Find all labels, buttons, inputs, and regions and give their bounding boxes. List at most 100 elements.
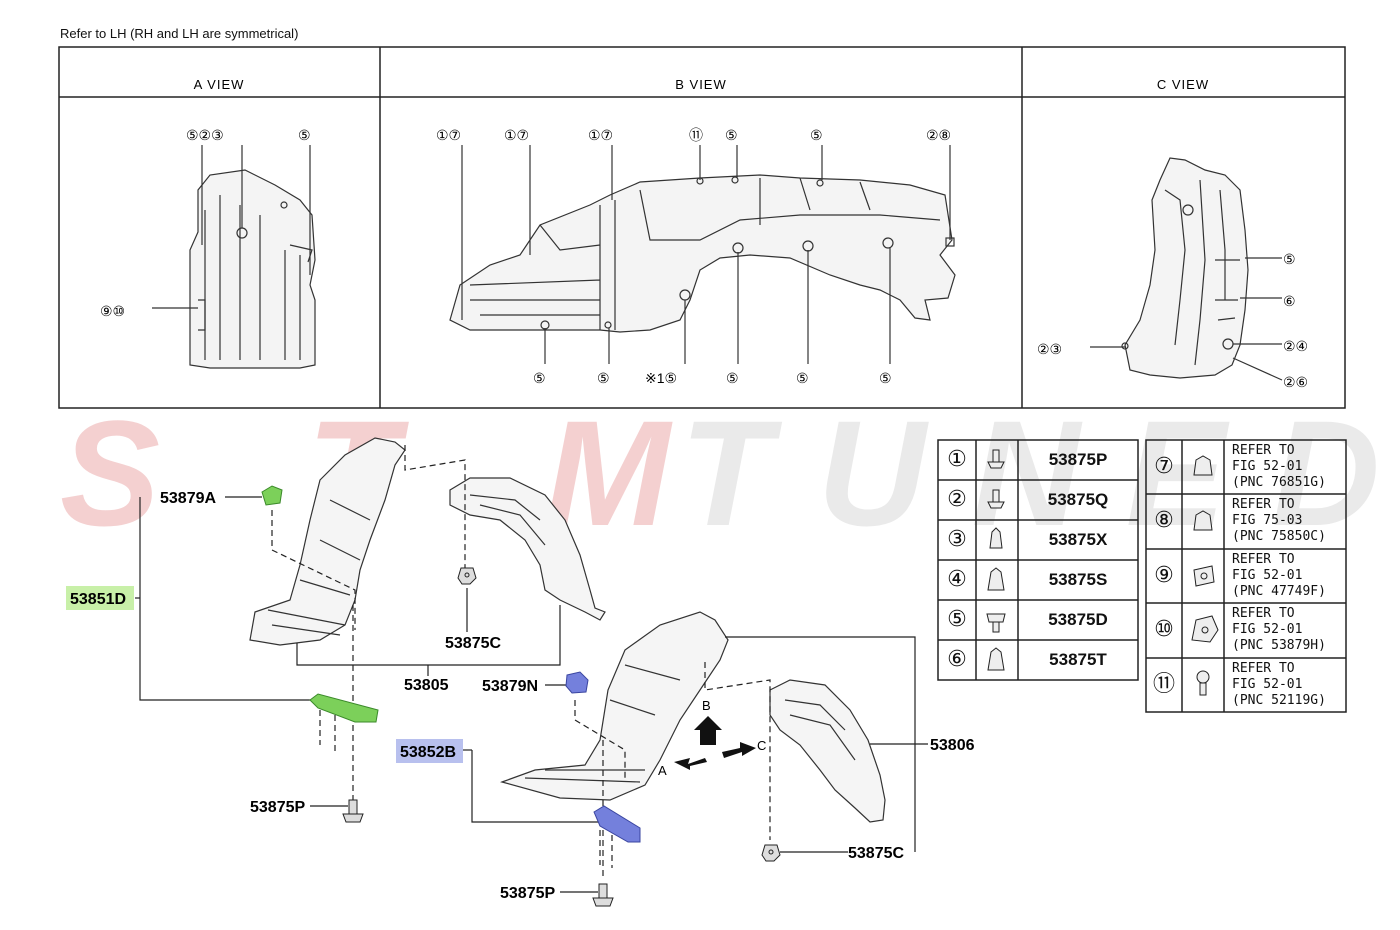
b-callout-bottom-5: ⑤: [796, 370, 809, 386]
blue-clip-53879n: [565, 671, 589, 694]
b-callout-top-1: ①⑦: [436, 127, 461, 143]
legend-right-reference-line: REFER TO: [1232, 443, 1295, 458]
part-53806: 53806: [930, 737, 975, 754]
b-callout-top-7: ②⑧: [926, 127, 951, 143]
legend-right-reference-line: FIG 52-01: [1232, 622, 1303, 637]
clip-53875c-right: [761, 844, 781, 862]
bolt-icon: [987, 489, 1005, 509]
legend-right-number: ⑩: [1154, 617, 1174, 642]
clip-icon: [987, 567, 1005, 591]
clip-icon: [1193, 455, 1213, 476]
legend-left-part-number: 53875X: [1048, 530, 1108, 549]
legend-right-reference-line: FIG 52-01: [1232, 459, 1303, 474]
part-53875c-right: 53875C: [848, 845, 904, 862]
legend-left-number: ①: [947, 447, 967, 472]
legend-right-number: ⑧: [1154, 508, 1174, 533]
arrow-b-label: B: [702, 698, 711, 713]
b-view-label: B VIEW: [675, 77, 727, 92]
c-callout-5: ②⑥: [1283, 374, 1308, 390]
clip-icon: [987, 647, 1005, 671]
legend-left-part-number: 53875T: [1049, 650, 1107, 669]
arrow-b-icon: [694, 716, 722, 745]
a-callout-top-right: ⑤: [298, 127, 311, 143]
upper-leader-lines: [135, 496, 561, 807]
legend-right-reference-line: FIG 52-01: [1232, 568, 1303, 583]
legend-right-reference-line: REFER TO: [1232, 497, 1295, 512]
bolt-53875p-right: [592, 883, 614, 907]
view-panels: [58, 46, 1346, 409]
legend-right-reference-line: FIG 75-03: [1232, 513, 1303, 528]
b-callout-bottom-1: ⑤: [533, 370, 546, 386]
clip-icon: [989, 527, 1003, 549]
b-callout-top-4: ⑪: [689, 127, 703, 143]
bolt-icon: [987, 449, 1005, 469]
b-callout-top-2: ①⑦: [504, 127, 529, 143]
arrow-a-label: A: [658, 763, 667, 778]
legend-left-number: ③: [947, 527, 967, 552]
c-callout-3: ②③: [1037, 341, 1062, 357]
legend-left-part-number: 53875D: [1048, 610, 1108, 629]
legend-right-reference-line: (PNC 53879H): [1232, 638, 1326, 653]
part-53875c-left: 53875C: [445, 635, 501, 652]
b-callout-bottom-6: ⑤: [879, 370, 892, 386]
legend-right-reference-line: REFER TO: [1232, 552, 1295, 567]
b-callout-bottom-2: ⑤: [597, 370, 610, 386]
b-view-drawing: [449, 145, 956, 364]
legend-right-reference-line: (PNC 75850C): [1232, 529, 1326, 544]
legend-left-table: [937, 439, 1139, 681]
part-53851d: 53851D: [70, 591, 126, 608]
legend-right-reference-line: FIG 52-01: [1232, 677, 1303, 692]
b-callout-bottom-4: ⑤: [726, 370, 739, 386]
arrow-a-icon: [674, 758, 707, 770]
part-53879n: 53879N: [482, 678, 538, 695]
legend-left-number: ②: [947, 487, 967, 512]
c-callout-2: ⑥: [1283, 293, 1296, 309]
legend-right-number: ⑪: [1152, 672, 1175, 697]
highlight-53852b: [396, 739, 463, 763]
c-view-drawing: [1090, 157, 1283, 381]
legend-right-reference-line: (PNC 76851G): [1232, 475, 1326, 490]
b-callout-top-3: ①⑦: [588, 127, 613, 143]
a-view-label: A VIEW: [194, 77, 245, 92]
part-53805: 53805: [404, 677, 449, 694]
bolt-53875p-left: [342, 799, 364, 823]
legend-right-icons: [1191, 455, 1219, 696]
legend-left-number: ④: [947, 567, 967, 592]
b-callout-bottom-3: ※1⑤: [645, 370, 677, 386]
legend-right-number: ⑦: [1154, 454, 1174, 479]
nut-icon: [1193, 565, 1215, 587]
green-bracket-53851d: [309, 693, 379, 723]
a-callout-top-left: ⑤②③: [186, 127, 224, 143]
view-panels-frame: [58, 46, 1346, 409]
clip-53875c-left: [457, 567, 477, 585]
view-arrows: [674, 716, 756, 770]
part-53852b: 53852B: [400, 744, 456, 761]
clip-icon: [1193, 510, 1213, 531]
legend-right-reference-line: (PNC 52119G): [1232, 693, 1326, 708]
arrow-c-label: C: [757, 738, 766, 753]
green-clip-53879a: [261, 485, 283, 506]
legend-right-table: [1145, 439, 1347, 713]
c-view-label: C VIEW: [1157, 77, 1209, 92]
legend-right-reference-line: (PNC 47749F): [1232, 584, 1326, 599]
push-clip-icon: [986, 613, 1006, 633]
legend-right-number: ⑨: [1154, 563, 1174, 588]
legend-right-reference-line: REFER TO: [1232, 661, 1295, 676]
arrow-c-icon: [722, 742, 756, 758]
legend-left-number: ⑤: [947, 607, 967, 632]
legend-left-part-number: 53875Q: [1047, 490, 1109, 509]
c-callout-1: ⑤: [1283, 251, 1296, 267]
legend-left-part-number: 53875S: [1048, 570, 1108, 589]
part-53875p-left: 53875P: [250, 799, 305, 816]
part-53875p-right: 53875P: [500, 885, 555, 902]
legend-right-reference-line: REFER TO: [1232, 606, 1295, 621]
b-callout-top-6: ⑤: [810, 127, 823, 143]
c-callout-4: ②④: [1283, 338, 1308, 354]
header-note: Refer to LH (RH and LH are symmetrical): [60, 26, 299, 41]
part-53879a: 53879A: [160, 490, 216, 507]
a-callout-left: ⑨⑩: [100, 303, 125, 319]
b-callout-top-5: ⑤: [725, 127, 738, 143]
push-pin-icon: [1196, 670, 1210, 696]
